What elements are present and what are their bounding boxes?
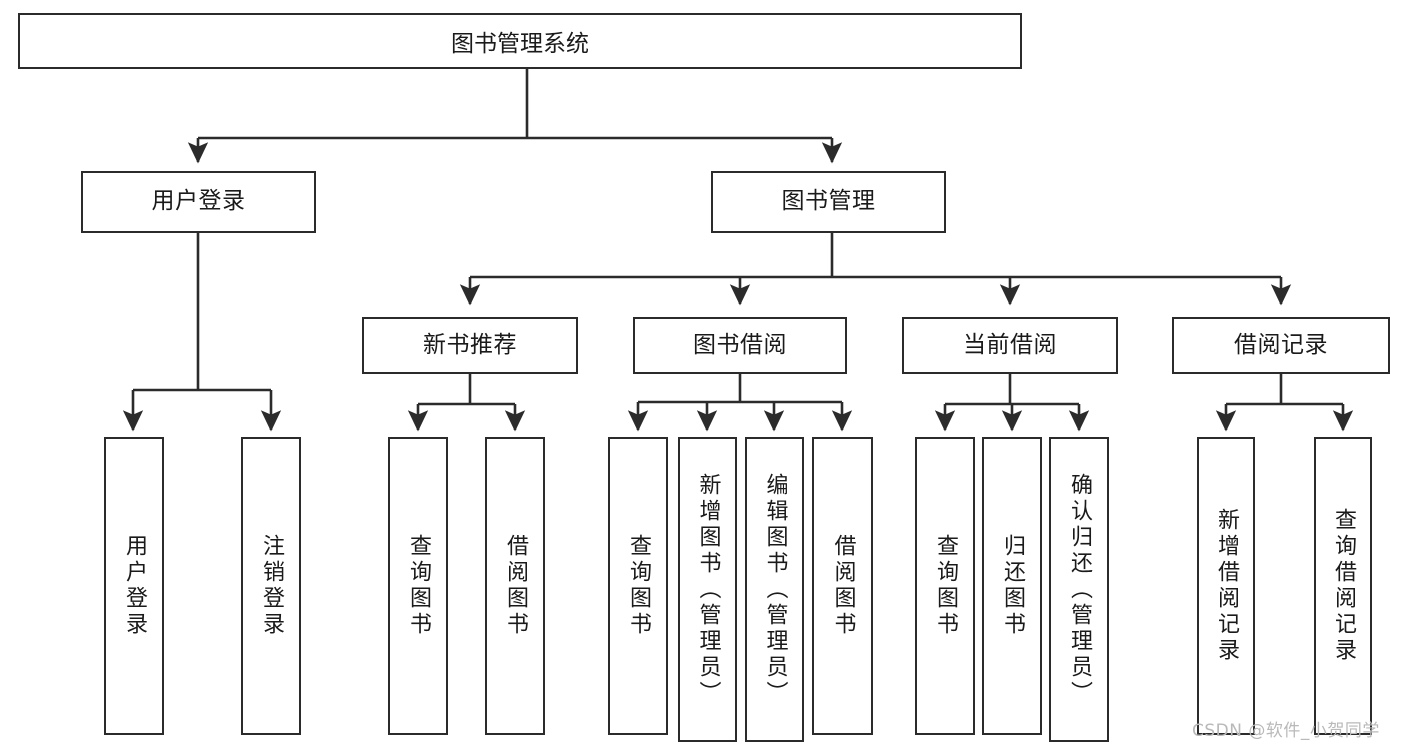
leaf-user-login-login[interactable]: 用户登录 <box>104 437 164 735</box>
leaf-borrow-edit-book-admin[interactable]: 编辑图书（管理员） <box>745 437 804 742</box>
node-label: 借阅图书 <box>830 534 856 638</box>
leaf-current-confirm-return-admin[interactable]: 确认归还（管理员） <box>1049 437 1109 742</box>
node-label: 查询借阅记录 <box>1331 508 1356 664</box>
node-borrow-record[interactable]: 借阅记录 <box>1172 317 1390 374</box>
node-label: 借阅图书 <box>503 534 528 638</box>
node-label: 查询图书 <box>406 534 431 638</box>
node-label: 查询图书 <box>626 534 651 638</box>
node-label: 图书借阅 <box>693 331 787 358</box>
node-label: 借阅记录 <box>1234 331 1328 358</box>
node-label: 新增借阅记录 <box>1214 508 1239 664</box>
node-label: 用户登录 <box>151 188 246 215</box>
node-label: 查询图书 <box>933 534 958 638</box>
leaf-user-login-logout[interactable]: 注销登录 <box>241 437 301 735</box>
node-root-system[interactable]: 图书管理系统 <box>18 13 1022 69</box>
node-book-management[interactable]: 图书管理 <box>711 171 946 233</box>
leaf-borrow-add-book-admin[interactable]: 新增图书（管理员） <box>678 437 737 742</box>
node-label: 图书管理系统 <box>451 31 589 57</box>
node-user-login[interactable]: 用户登录 <box>81 171 316 233</box>
node-label: 当前借阅 <box>963 331 1057 358</box>
node-label: 用户登录 <box>122 534 147 638</box>
leaf-record-add-record[interactable]: 新增借阅记录 <box>1197 437 1255 735</box>
node-label: 归还图书 <box>1000 534 1025 638</box>
node-label: 新书推荐 <box>423 331 517 358</box>
node-label: 确认归还（管理员） <box>1067 472 1092 707</box>
node-label: 图书管理 <box>781 188 876 215</box>
node-current-borrow[interactable]: 当前借阅 <box>902 317 1118 374</box>
node-new-book-recommend[interactable]: 新书推荐 <box>362 317 578 374</box>
leaf-current-query-book[interactable]: 查询图书 <box>915 437 975 735</box>
leaf-recommend-query-book[interactable]: 查询图书 <box>388 437 448 735</box>
leaf-record-query-record[interactable]: 查询借阅记录 <box>1314 437 1372 735</box>
csdn-watermark: CSDN @软件_小贺同学 <box>1192 721 1380 741</box>
leaf-borrow-borrow-book[interactable]: 借阅图书 <box>812 437 873 735</box>
leaf-borrow-query-book[interactable]: 查询图书 <box>608 437 668 735</box>
node-label: 新增图书（管理员） <box>695 472 721 707</box>
node-label: 注销登录 <box>259 534 284 638</box>
node-label: 编辑图书（管理员） <box>762 472 788 707</box>
node-book-borrow[interactable]: 图书借阅 <box>633 317 847 374</box>
leaf-current-return-book[interactable]: 归还图书 <box>982 437 1042 735</box>
leaf-recommend-borrow-book[interactable]: 借阅图书 <box>485 437 545 735</box>
